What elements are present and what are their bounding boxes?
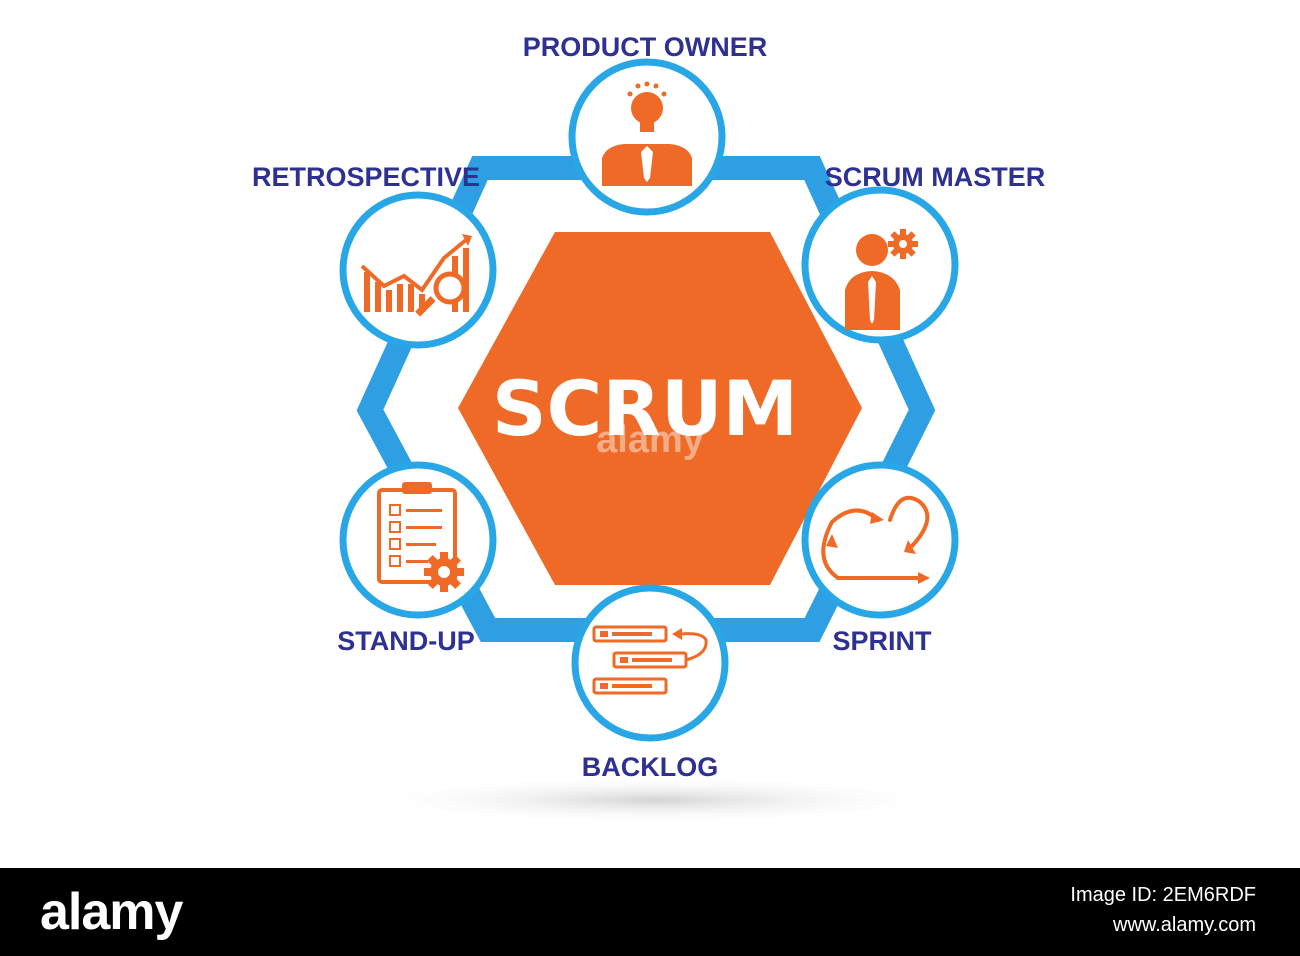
center-hexagon — [458, 232, 862, 585]
node-sprint: SPRINT — [801, 461, 959, 656]
node-label-product-owner: PRODUCT OWNER — [523, 32, 768, 62]
node-stand-up: STAND-UP — [337, 461, 497, 656]
node-backlog: BACKLOG — [571, 584, 729, 782]
scrum-diagram: SCRUM alamy PRODUCT OWNER — [252, 32, 1046, 824]
watermark-text: alamy — [596, 419, 704, 461]
node-retrospective: RETROSPECTIVE — [252, 162, 497, 349]
node-label-retrospective: RETROSPECTIVE — [252, 162, 480, 192]
node-label-scrum-master: SCRUM MASTER — [825, 162, 1046, 192]
connector-ring — [356, 156, 936, 642]
stock-logo: alamy — [40, 883, 183, 941]
center-label: SCRUM — [492, 364, 798, 453]
node-label-backlog: BACKLOG — [582, 752, 719, 782]
image-id-text: Image ID: 2EM6RDF — [1070, 884, 1256, 906]
checklist-gear-icon — [377, 482, 464, 592]
node-label-stand-up: STAND-UP — [337, 626, 475, 656]
stock-info: Image ID: 2EM6RDF www.alamy.com — [1070, 880, 1256, 940]
floor-shadow — [355, 776, 955, 824]
node-product-owner: PRODUCT OWNER — [523, 32, 768, 216]
site-url-text: www.alamy.com — [1113, 914, 1256, 936]
backlog-list-icon — [592, 625, 708, 695]
stock-footer-bar: alamy Image ID: 2EM6RDF www.alamy.com — [0, 868, 1300, 956]
chart-magnifier-icon — [360, 234, 472, 317]
cycle-arrows-icon — [821, 495, 930, 580]
node-scrum-master: SCRUM MASTER — [801, 162, 1046, 344]
node-label-sprint: SPRINT — [832, 626, 932, 656]
